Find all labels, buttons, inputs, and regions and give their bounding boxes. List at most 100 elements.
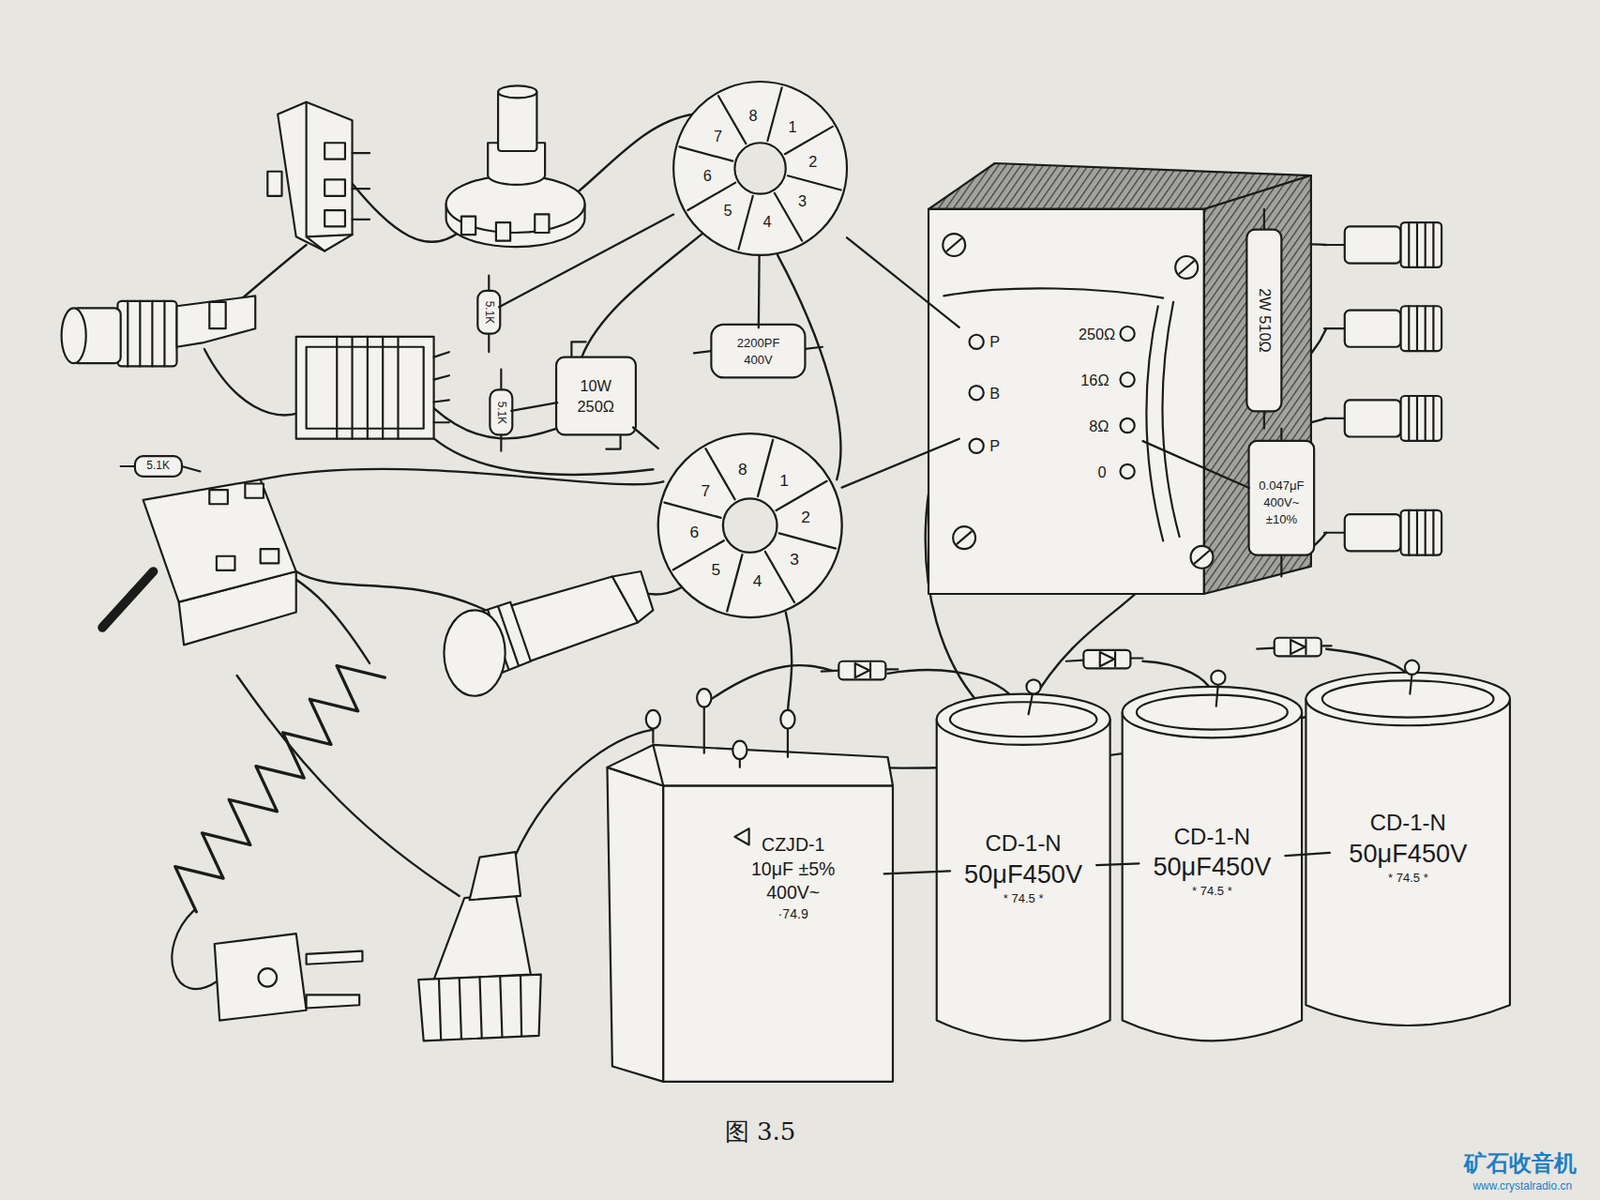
paper-capacitor [696,688,711,708]
binding-post [1344,310,1402,348]
binding-post [1324,327,1345,330]
wire-connector [1143,440,1250,488]
pin-label: P [989,333,1000,349]
pin-label: 4 [753,573,763,589]
power-toggle-switch [143,479,297,603]
rectifier-diode [821,637,1332,680]
output-transformer [1175,256,1198,279]
electrolytic-capacitor: CD-1-N50μF450V * 74.5 * [1329,784,1487,910]
paper-capacitor [646,709,661,729]
output-transformer [969,334,984,349]
part-label: 2200PF [737,335,781,350]
resistor-body [489,389,513,435]
pin-label: 8 [738,461,748,478]
electrolytic-capacitor [1305,698,1510,1026]
resistor-body [120,275,514,477]
part-label: ·74.9 [778,905,809,921]
output-transformer [1179,260,1194,273]
pin-label: 2 [808,153,817,169]
hookup-wire [260,468,665,484]
resistor-body [1246,209,1282,429]
film-capacitor [694,324,823,378]
wiring-illustration [61,81,1510,1082]
volume-potentiometer [496,222,511,242]
resistor-body [135,455,182,477]
electrolytic-capacitor [1216,683,1219,707]
tube-socket [673,81,847,256]
part-label: CD-1-N [1174,823,1251,850]
wire-connector [842,438,960,488]
slide-switch [277,102,352,252]
output-transformer [969,385,984,400]
electrolytic-capacitor [1210,670,1225,685]
pin-label: B [989,385,1000,401]
pin-label: 6 [690,524,700,541]
electrolytic-capacitor [1028,694,1033,715]
part-label: CZJD-1 [761,833,825,856]
power-cord [306,950,363,965]
binding-post [1324,243,1345,246]
part-label: 10W [579,377,612,395]
wire-connector [846,237,960,328]
pin-label: 2 [800,510,811,527]
pin-label: 5 [724,202,733,218]
film-capacitor [1249,428,1315,577]
power-toggle-switch [260,548,280,563]
part-label: 5.1K [146,459,170,473]
electrolytic-capacitor [936,694,1111,745]
pilot-lamp [443,571,653,696]
power-toggle-switch [216,556,236,571]
binding-post [1344,513,1402,551]
pin-label: 6 [703,167,712,183]
fuse-holder [469,851,521,900]
pin-label: 250Ω [1078,326,1116,342]
power-toggle-switch [102,479,297,645]
hookup-wire [204,348,299,415]
electrolytic-capacitor [1322,679,1495,717]
film-capacitor [710,324,805,378]
power-cord [214,933,307,1020]
output-transformer [1146,305,1163,541]
slide-switch [306,102,353,252]
pilot-lamp [443,609,505,695]
output-transformer [947,238,962,251]
output-transformer [1162,301,1179,537]
part-label: 2W 510Ω [1255,288,1274,353]
part-label: ±10% [1266,512,1298,527]
paper-capacitor: CZJD-110μF ±5%400V~·74.9 [702,810,885,945]
output-transformer [969,438,984,453]
power-toggle-switch [244,483,264,499]
part-label: 50μF450V [1348,838,1467,868]
paper-capacitor [606,688,893,1082]
tube-socket [664,439,836,612]
part-label: CD-1-N [1370,809,1447,836]
part-label: 50μF450V [1152,851,1271,881]
binding-post [1401,510,1443,556]
input-jack [176,295,256,347]
pin-label: 3 [798,193,807,209]
film-capacitor: 0.047μF400V~±10% [1249,453,1314,550]
electrolytic-capacitor: CD-1-N50μF450V* 74.5 * [950,805,1097,931]
hookup-wire [296,571,491,613]
power-toggle-switch [209,489,228,504]
output-transformer [952,526,976,549]
binding-post [1324,395,1442,441]
pin-label: 7 [713,128,723,144]
electrolytic-capacitor [1122,686,1302,738]
pin-label: 16Ω [1080,372,1109,388]
part-label: 10μF ±5% [751,858,836,880]
wirewound-resistor [556,357,636,436]
slide-switch [324,179,346,196]
output-transformer [1120,372,1135,387]
part-label: * 74.5 * [1388,870,1429,885]
pin-label: 7 [700,483,710,499]
power-cord [175,665,386,912]
figure-caption: 图 3.5 [724,1116,797,1145]
part-label: 250Ω [577,397,615,416]
volume-potentiometer [498,85,537,98]
input-jack [117,301,177,367]
part-label: * 74.5 * [1192,883,1233,898]
electrolytic-capacitor [1026,679,1041,694]
input-transformer [296,336,450,439]
